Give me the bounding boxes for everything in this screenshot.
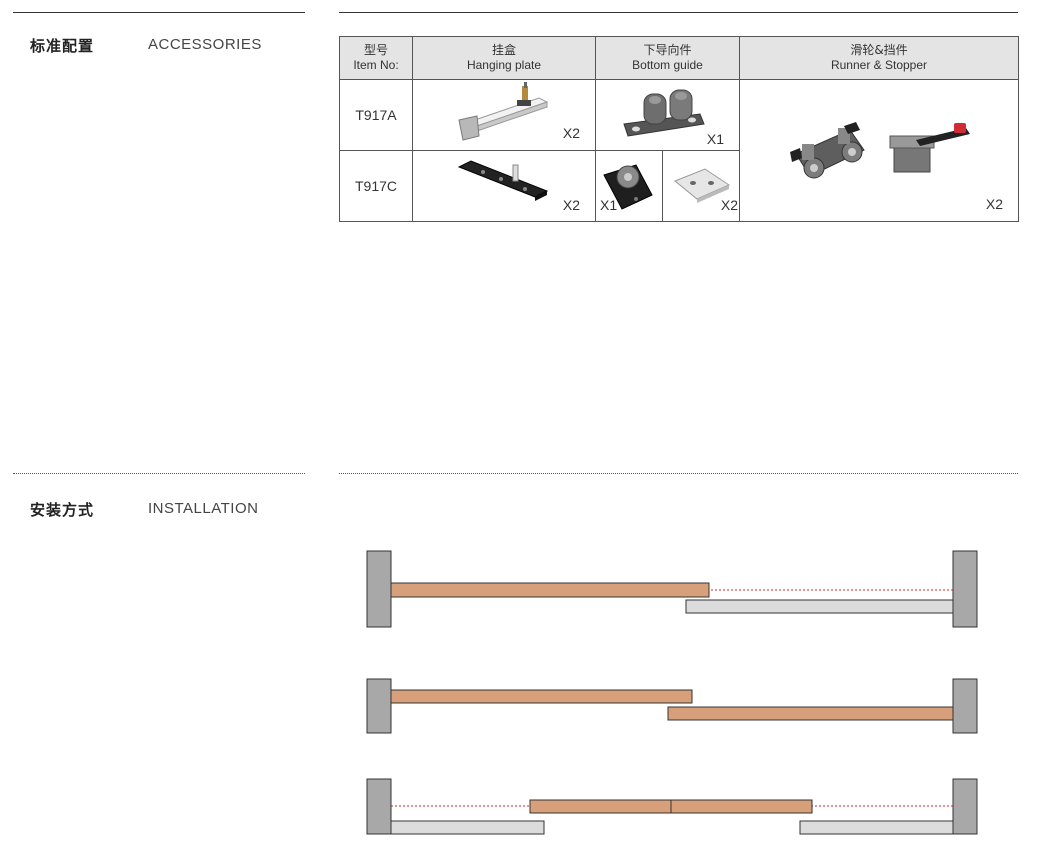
- hanging-plate-a-image: X2: [413, 80, 595, 150]
- hanging-plate-c-image: X2: [413, 151, 595, 221]
- installation-diagram-2: [366, 678, 978, 734]
- glass-panel: [685, 599, 954, 614]
- installation-diagram-3: [366, 778, 978, 835]
- wood-panel: [390, 689, 693, 704]
- hanging-plate-cell: X2: [412, 79, 596, 151]
- top-rule-right: [339, 12, 1018, 13]
- divider-right: [339, 473, 1018, 474]
- table-row: T917A X2: [339, 79, 1019, 222]
- accessories-table: 型号 Item No: 挂盒 Hanging plate 下导向件 Bottom…: [339, 36, 1019, 222]
- installation-diagram-1: [366, 550, 978, 628]
- bottom-guide-c-wheel-image: X1: [596, 151, 663, 221]
- accessories-title-en: ACCESSORIES: [148, 36, 262, 53]
- table-header-row: 型号 Item No: 挂盒 Hanging plate 下导向件 Bottom…: [339, 36, 1019, 80]
- installation-title-en: INSTALLATION: [148, 500, 259, 517]
- guide-qty-a: X1: [706, 131, 724, 147]
- wall-right: [952, 678, 978, 734]
- wall-left: [366, 550, 392, 628]
- table-row: T917C X2: [339, 150, 1019, 222]
- top-rule-left: [13, 12, 305, 13]
- model-cell: T917C: [339, 150, 413, 222]
- header-runner-stopper: 滑轮&挡件 Runner & Stopper: [739, 36, 1019, 80]
- guide-qty-c-right: X2: [720, 197, 738, 213]
- wall-right: [952, 778, 978, 835]
- wall-right: [952, 550, 978, 628]
- divider-left: [13, 473, 305, 474]
- hanging-qty-c: X2: [562, 197, 580, 213]
- wood-panel: [667, 706, 954, 721]
- installation-title-cn: 安装方式: [30, 501, 95, 519]
- hanging-qty-a: X2: [562, 125, 580, 141]
- wood-panel: [390, 582, 710, 598]
- glass-panel: [390, 820, 545, 835]
- accessories-title-cn: 标准配置: [30, 37, 95, 55]
- wood-panel: [529, 799, 813, 814]
- wall-left: [366, 678, 392, 734]
- header-bottom-guide: 下导向件 Bottom guide: [595, 36, 740, 80]
- wall-left: [366, 778, 392, 835]
- glass-panel: [799, 820, 954, 835]
- header-hanging-plate: 挂盒 Hanging plate: [412, 36, 596, 80]
- bottom-guide-cell: X1 X2: [595, 150, 740, 222]
- model-cell: T917A: [339, 79, 413, 151]
- runner-qty: X2: [985, 196, 1003, 212]
- bottom-guide-cell: X1: [595, 79, 740, 151]
- runner-stopper-cell: X2: [739, 79, 1019, 222]
- hanging-plate-cell: X2: [412, 150, 596, 222]
- header-item-no: 型号 Item No:: [339, 36, 413, 80]
- guide-qty-c-left: X1: [600, 197, 618, 213]
- bottom-guide-a-image: X1: [596, 80, 739, 150]
- bottom-guide-c-plate-image: X2: [663, 151, 740, 221]
- bottom-guide-c-group: X1 X2: [596, 151, 739, 221]
- runner-stopper-image: X2: [740, 80, 1018, 221]
